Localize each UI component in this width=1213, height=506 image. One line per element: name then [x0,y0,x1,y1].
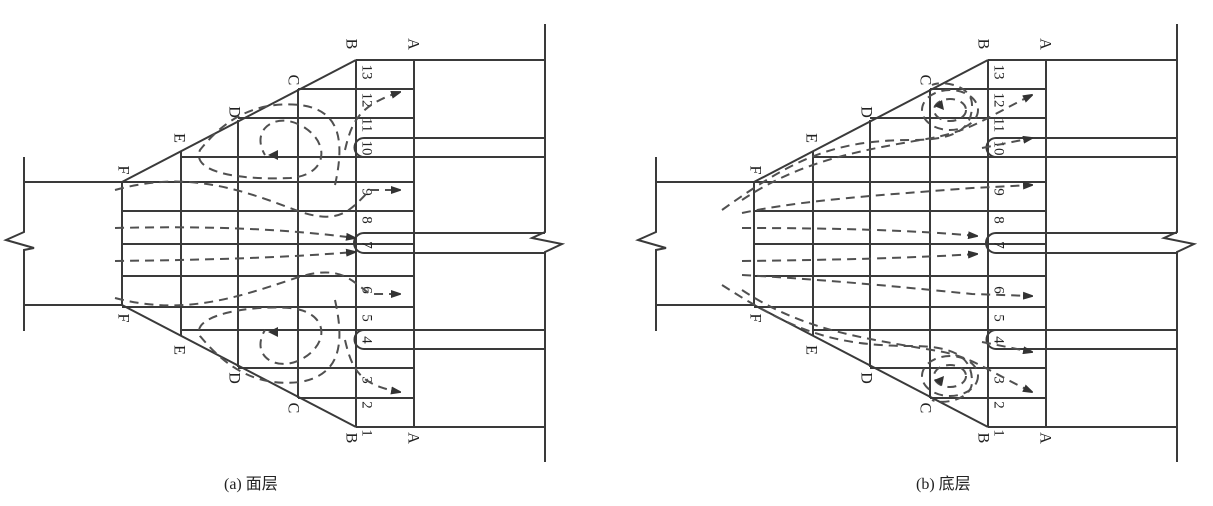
section-label-e: E [802,133,819,143]
section-label-e: E [170,133,187,143]
section-label-a: A [404,38,421,50]
row-number-11: 11 [359,118,375,132]
section-label-f: F [746,314,763,323]
corner-vortex-lower-inner [933,364,967,388]
row-number-1: 1 [359,429,375,437]
section-label-f: F [746,166,763,175]
section-label-b: B [974,433,991,444]
corner-vortex-lower [921,355,979,397]
outlet-pipe-center [985,232,1177,254]
row-number-9: 9 [359,188,375,196]
section-label-b: B [342,39,359,50]
row-number-7: 7 [991,241,1007,249]
flow-streamline [344,92,400,151]
flow-streamline [741,185,1032,214]
flow-streamline [344,339,400,392]
flow-streamline [741,254,977,262]
vortex-arrow-icon [268,150,278,160]
section-label-f: F [114,166,131,175]
row-number-6: 6 [991,286,1007,294]
row-number-10: 10 [359,141,375,156]
section-label-c: C [284,403,301,414]
row-number-5: 5 [991,314,1007,322]
outlet-pipe-upper [353,137,545,158]
section-label-d: D [857,106,874,118]
vortex-arrow-icon [934,100,944,110]
row-number-7: 7 [359,241,375,249]
right-channel-wall [528,24,566,462]
row-number-11: 11 [991,118,1007,132]
section-label-f: F [114,314,131,323]
row-number-5: 5 [359,314,375,322]
row-number-12: 12 [359,93,375,108]
section-label-c: C [916,403,933,414]
flow-streamline [741,289,1032,392]
flow-streamline [197,103,341,186]
vortex-arrow-icon [934,376,944,386]
flow-streamline [114,180,400,218]
row-number-13: 13 [359,65,375,80]
row-number-8: 8 [991,216,1007,224]
row-number-3: 3 [991,376,1007,384]
section-label-d: D [225,372,242,384]
row-number-2: 2 [991,401,1007,409]
outlet-pipe-lower [985,329,1177,350]
caption-b: (b) 底层 [916,476,971,493]
row-number-4: 4 [991,336,1007,344]
corner-vortex-upper-inner [933,98,967,122]
section-label-b: B [974,39,991,50]
section-label-c: C [916,75,933,86]
flow-streamline [981,341,1032,352]
outlet-pipe-lower [353,329,545,350]
row-number-8: 8 [359,216,375,224]
row-number-2: 2 [359,401,375,409]
caption-a: (a) 面层 [224,476,278,493]
left-channel-wall [3,157,35,331]
section-label-c: C [284,75,301,86]
corner-vortex-upper [921,89,979,131]
right-channel-wall [1160,24,1198,462]
flow-streamline [114,271,400,307]
flow-streamline [741,274,1032,296]
section-label-b: B [342,433,359,444]
vortex-arrow-icon [268,327,278,337]
flow-streamline [721,284,974,403]
section-label-d: D [225,106,242,118]
left-channel-wall [635,157,667,331]
section-label-a: A [1036,432,1053,444]
row-number-13: 13 [991,65,1007,80]
flow-streamline [741,227,977,236]
section-label-a: A [404,432,421,444]
row-number-1: 1 [991,429,1007,437]
row-number-12: 12 [991,93,1007,108]
flow-streamline [721,82,974,211]
section-label-e: E [802,345,819,355]
section-label-a: A [1036,38,1053,50]
row-number-9: 9 [991,188,1007,196]
flow-streamline [197,299,341,384]
flow-streamline [114,226,355,238]
row-number-4: 4 [359,336,375,344]
flow-streamline [114,252,355,262]
section-label-e: E [170,345,187,355]
section-label-d: D [857,372,874,384]
flow-streamline [981,138,1032,149]
outlet-pipe-center [353,232,545,254]
